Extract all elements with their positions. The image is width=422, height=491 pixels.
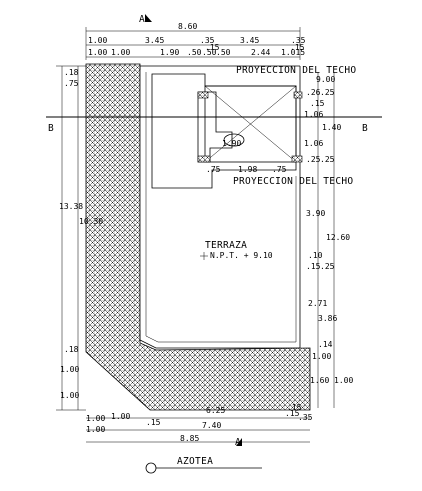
- dim-left-top-1: .75: [64, 79, 79, 88]
- dim-right-13: 2.71: [308, 299, 327, 308]
- dim-right-14: .14: [318, 340, 333, 349]
- stair-outline: [197, 91, 233, 163]
- title-marker-circle: [145, 462, 157, 474]
- plan-title: AZOTEA: [177, 456, 213, 467]
- dim-inner-3: .75: [272, 165, 287, 174]
- dim-right-12: .25: [320, 262, 335, 271]
- right-dimension-lines: [317, 72, 335, 408]
- room-name: TERRAZA: [205, 240, 247, 251]
- dim-bottom-r2-2: .15: [285, 409, 300, 418]
- dim-left-bottom-2: 1.00: [60, 391, 79, 400]
- terrace-wall-inner: [151, 73, 297, 189]
- section-marker-a-bottom: A: [235, 437, 241, 448]
- section-marker-b-right: B: [362, 123, 368, 134]
- dim-right-4: 1.06: [304, 110, 323, 119]
- section-arrow-a-top: [145, 14, 152, 22]
- dim-right-2: .25: [320, 88, 335, 97]
- dim-bottom-r1-0: 1.00: [86, 414, 105, 423]
- room-level: N.P.T. + 9.10: [210, 251, 273, 260]
- dim-top-r3b-0: .15: [205, 43, 220, 52]
- left-dimension-lines: [56, 65, 86, 411]
- dim-right-6: 1.06: [304, 139, 323, 148]
- dim-right-outer-1: 3.86: [318, 314, 337, 323]
- projection-label-top: PROYECCION DEL TECHO: [236, 65, 356, 76]
- inner-offset-line: [145, 72, 297, 343]
- dim-bottom-overall: 8.85: [180, 434, 199, 443]
- roof-projection-box: [204, 85, 297, 163]
- dim-right-5: 1.40: [322, 123, 341, 132]
- level-point: [200, 252, 208, 260]
- dim-right-outer-2: 1.60: [310, 376, 329, 385]
- dim-inner-1: .75: [206, 165, 221, 174]
- dim-top-r3-2: 1.90: [160, 48, 179, 57]
- dim-right-0: 9.00: [316, 75, 335, 84]
- dim-right-8: .25: [320, 155, 335, 164]
- bottom-dimension-lines: [86, 417, 310, 443]
- dim-inner-2: 1.98: [238, 165, 257, 174]
- section-marker-b-left: B: [48, 123, 54, 134]
- dim-bottom-r1-3: 6.25: [206, 406, 225, 415]
- dim-right-9: 3.90: [306, 209, 325, 218]
- dim-top-r2-0: 1.00: [88, 36, 107, 45]
- dim-left-top-0: .18: [64, 68, 79, 77]
- roof-projection-cross: [204, 85, 297, 163]
- dim-top-r3-3: .50: [187, 48, 202, 57]
- dim-bottom-r1-1: 1.00: [111, 412, 130, 421]
- dim-bottom-r1-4: .15: [287, 403, 302, 412]
- dim-left-overall: 13.38: [59, 202, 83, 211]
- dim-inner-4: 1.00: [334, 376, 353, 385]
- dim-inner-0: 1.90: [222, 139, 241, 148]
- dim-top-r2-4: .35: [291, 36, 306, 45]
- dim-top-r3-5: .50: [216, 48, 231, 57]
- dim-right-11: .15: [306, 262, 321, 271]
- dim-top-r3-4: .50: [202, 48, 217, 57]
- column-4: [291, 155, 303, 163]
- dim-bottom-r2-0: 1.00: [86, 425, 105, 434]
- dim-top-r2-1: 3.45: [145, 36, 164, 45]
- section-marker-a-top: A: [139, 14, 145, 25]
- dim-right-15: 1.00: [312, 352, 331, 361]
- dim-top-r3-1: 1.00: [111, 48, 130, 57]
- dim-bottom-r1-2: .15: [146, 418, 161, 427]
- dim-top-r3-7: 1.015: [281, 48, 305, 57]
- dim-right-1: .26: [306, 88, 321, 97]
- dim-left-bottom-1: 1.00: [60, 365, 79, 374]
- dim-top-overall: 8.60: [178, 22, 197, 31]
- column-2: [293, 91, 303, 99]
- dim-top-r3b-1: .15: [290, 43, 305, 52]
- terrace-wall-outer: [139, 65, 301, 349]
- dim-top-r3-0: 1.00: [88, 48, 107, 57]
- dim-right-3: .15: [310, 99, 325, 108]
- top-dimension-lines: [85, 27, 301, 60]
- dim-right-10: .10: [308, 251, 323, 260]
- dim-top-r3-6: 2.44: [251, 48, 270, 57]
- dim-top-r2-3: 3.45: [240, 36, 259, 45]
- terrace-area: [140, 70, 305, 340]
- drain-symbol: [223, 133, 245, 147]
- column-1: [197, 91, 209, 99]
- dim-left-bottom-0: .18: [64, 345, 79, 354]
- dim-left-sub: 10.30: [79, 217, 103, 226]
- dim-right-outer-0: 12.60: [326, 233, 350, 242]
- projection-label-mid: PROYECCION DEL TECHO: [233, 176, 353, 187]
- dim-bottom-r2-1: 7.40: [202, 421, 221, 430]
- column-3: [197, 155, 211, 163]
- dim-right-7: .25: [306, 155, 321, 164]
- dim-top-r2-2: .35: [200, 36, 215, 45]
- dim-bottom-r1-5: .35: [298, 413, 313, 422]
